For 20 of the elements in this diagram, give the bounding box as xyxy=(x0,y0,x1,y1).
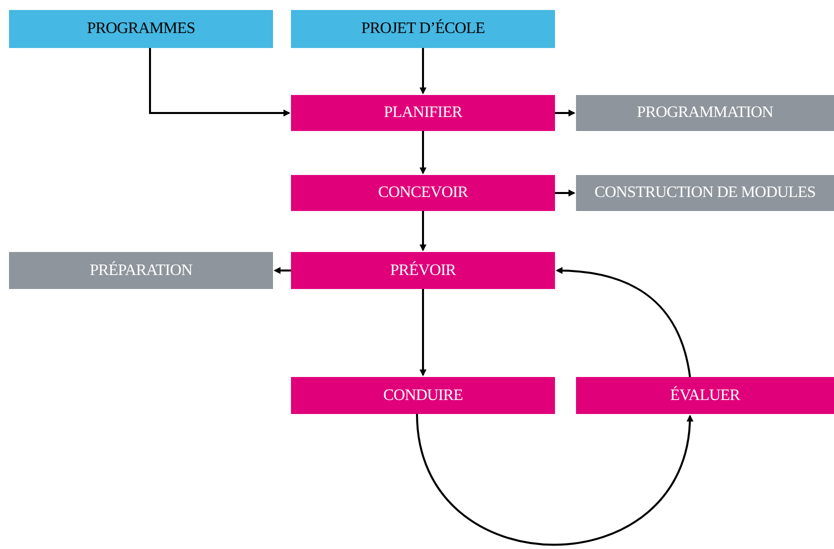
arrow xyxy=(420,48,426,94)
process-box: PROGRAMMATION xyxy=(576,95,834,131)
arrow xyxy=(420,289,426,376)
arrow xyxy=(555,190,576,196)
process-box: PLANIFIER xyxy=(291,95,555,131)
arrow xyxy=(420,131,426,174)
process-box: PRÉVOIR xyxy=(291,252,555,289)
process-box: CONSTRUCTION DE MODULES xyxy=(576,175,834,211)
process-box: PROGRAMMES xyxy=(9,10,273,48)
process-box: CONDUIRE xyxy=(291,377,555,414)
process-box: ÉVALUER xyxy=(576,377,834,414)
process-box: PRÉPARATION xyxy=(9,252,273,289)
process-box: PROJET D’ÉCOLE xyxy=(291,10,555,48)
arrow xyxy=(149,48,290,116)
arrow xyxy=(555,110,576,116)
arrow xyxy=(416,414,693,546)
arrow xyxy=(420,211,426,252)
arrow xyxy=(274,267,291,274)
arrow xyxy=(556,267,691,378)
process-box: CONCEVOIR xyxy=(291,175,555,211)
